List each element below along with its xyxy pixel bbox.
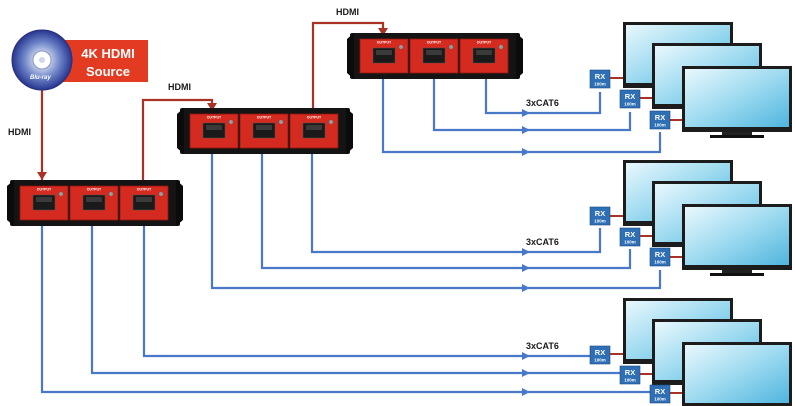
port-label: OUTPUT xyxy=(307,116,322,120)
hdmi-source: Blu-ray 4K HDMI Source xyxy=(11,29,148,91)
rx-range: 100m xyxy=(624,102,636,107)
tv-display xyxy=(682,66,792,138)
port-label: OUTPUT xyxy=(87,188,102,192)
port-label: OUTPUT xyxy=(377,41,392,45)
hdmi-splitter: OUTPUT OUTPUT OUTPUT xyxy=(7,180,183,226)
port-label: OUTPUT xyxy=(207,116,222,120)
cat-label-bottom: 3xCAT6 xyxy=(526,341,559,351)
bluray-logo-text: Blu-ray xyxy=(30,75,51,81)
display-wall xyxy=(623,22,792,406)
led-icon xyxy=(328,119,334,125)
cat-label-middle: 3xCAT6 xyxy=(526,237,559,247)
led-icon xyxy=(498,44,504,50)
splitter-output-port: OUTPUT xyxy=(239,113,289,149)
cat-arrows xyxy=(522,109,530,396)
rx-range: 100m xyxy=(594,358,606,363)
receiver-group: RX100mRX100mRX100mRX100mRX100mRX100mRX10… xyxy=(589,69,671,404)
hdmi-label-2: HDMI xyxy=(336,7,359,17)
led-icon xyxy=(58,191,64,197)
rx-range: 100m xyxy=(594,82,606,87)
led-icon xyxy=(228,119,234,125)
splitter-output-port: OUTPUT xyxy=(289,113,339,149)
rx-label: RX xyxy=(625,368,635,377)
led-icon xyxy=(398,44,404,50)
rx-label: RX xyxy=(595,209,605,218)
rx-label: RX xyxy=(655,250,665,259)
rx-range: 100m xyxy=(594,219,606,224)
splitter-output-port: OUTPUT xyxy=(19,185,69,221)
splitter-output-port: OUTPUT xyxy=(409,38,459,74)
rx-range: 100m xyxy=(654,123,666,128)
led-icon xyxy=(278,119,284,125)
hdmi-arrows xyxy=(37,28,388,180)
rx-label: RX xyxy=(625,230,635,239)
hdmi-splitter: OUTPUT OUTPUT OUTPUT xyxy=(177,108,353,154)
rx-range: 100m xyxy=(654,397,666,402)
rx-range: 100m xyxy=(654,260,666,265)
tv-display xyxy=(682,204,792,276)
port-label: OUTPUT xyxy=(137,188,152,192)
splitter-output-port: OUTPUT xyxy=(359,38,409,74)
rx-label: RX xyxy=(595,72,605,81)
splitter-output-port: OUTPUT xyxy=(119,185,169,221)
source-subtitle: Source xyxy=(86,64,130,79)
port-label: OUTPUT xyxy=(37,188,52,192)
port-label: OUTPUT xyxy=(257,116,272,120)
hdmi-label-source: HDMI xyxy=(8,127,31,137)
source-title: 4K HDMI xyxy=(81,46,134,61)
cat-label-top: 3xCAT6 xyxy=(526,98,559,108)
led-icon xyxy=(448,44,454,50)
led-icon xyxy=(158,191,164,197)
rx-label: RX xyxy=(655,387,665,396)
tv-display xyxy=(682,342,792,406)
rx-label: RX xyxy=(655,113,665,122)
splitter-output-port: OUTPUT xyxy=(189,113,239,149)
rx-label: RX xyxy=(595,348,605,357)
rx-range: 100m xyxy=(624,378,636,383)
splitter-output-port: OUTPUT xyxy=(69,185,119,221)
rx-label: RX xyxy=(625,92,635,101)
splitter-output-port: OUTPUT xyxy=(459,38,509,74)
hdmi-splitter: OUTPUT OUTPUT OUTPUT xyxy=(347,33,523,79)
port-label: OUTPUT xyxy=(477,41,492,45)
hdmi-label-1: HDMI xyxy=(168,82,191,92)
rx-range: 100m xyxy=(624,240,636,245)
led-icon xyxy=(108,191,114,197)
port-label: OUTPUT xyxy=(427,41,442,45)
